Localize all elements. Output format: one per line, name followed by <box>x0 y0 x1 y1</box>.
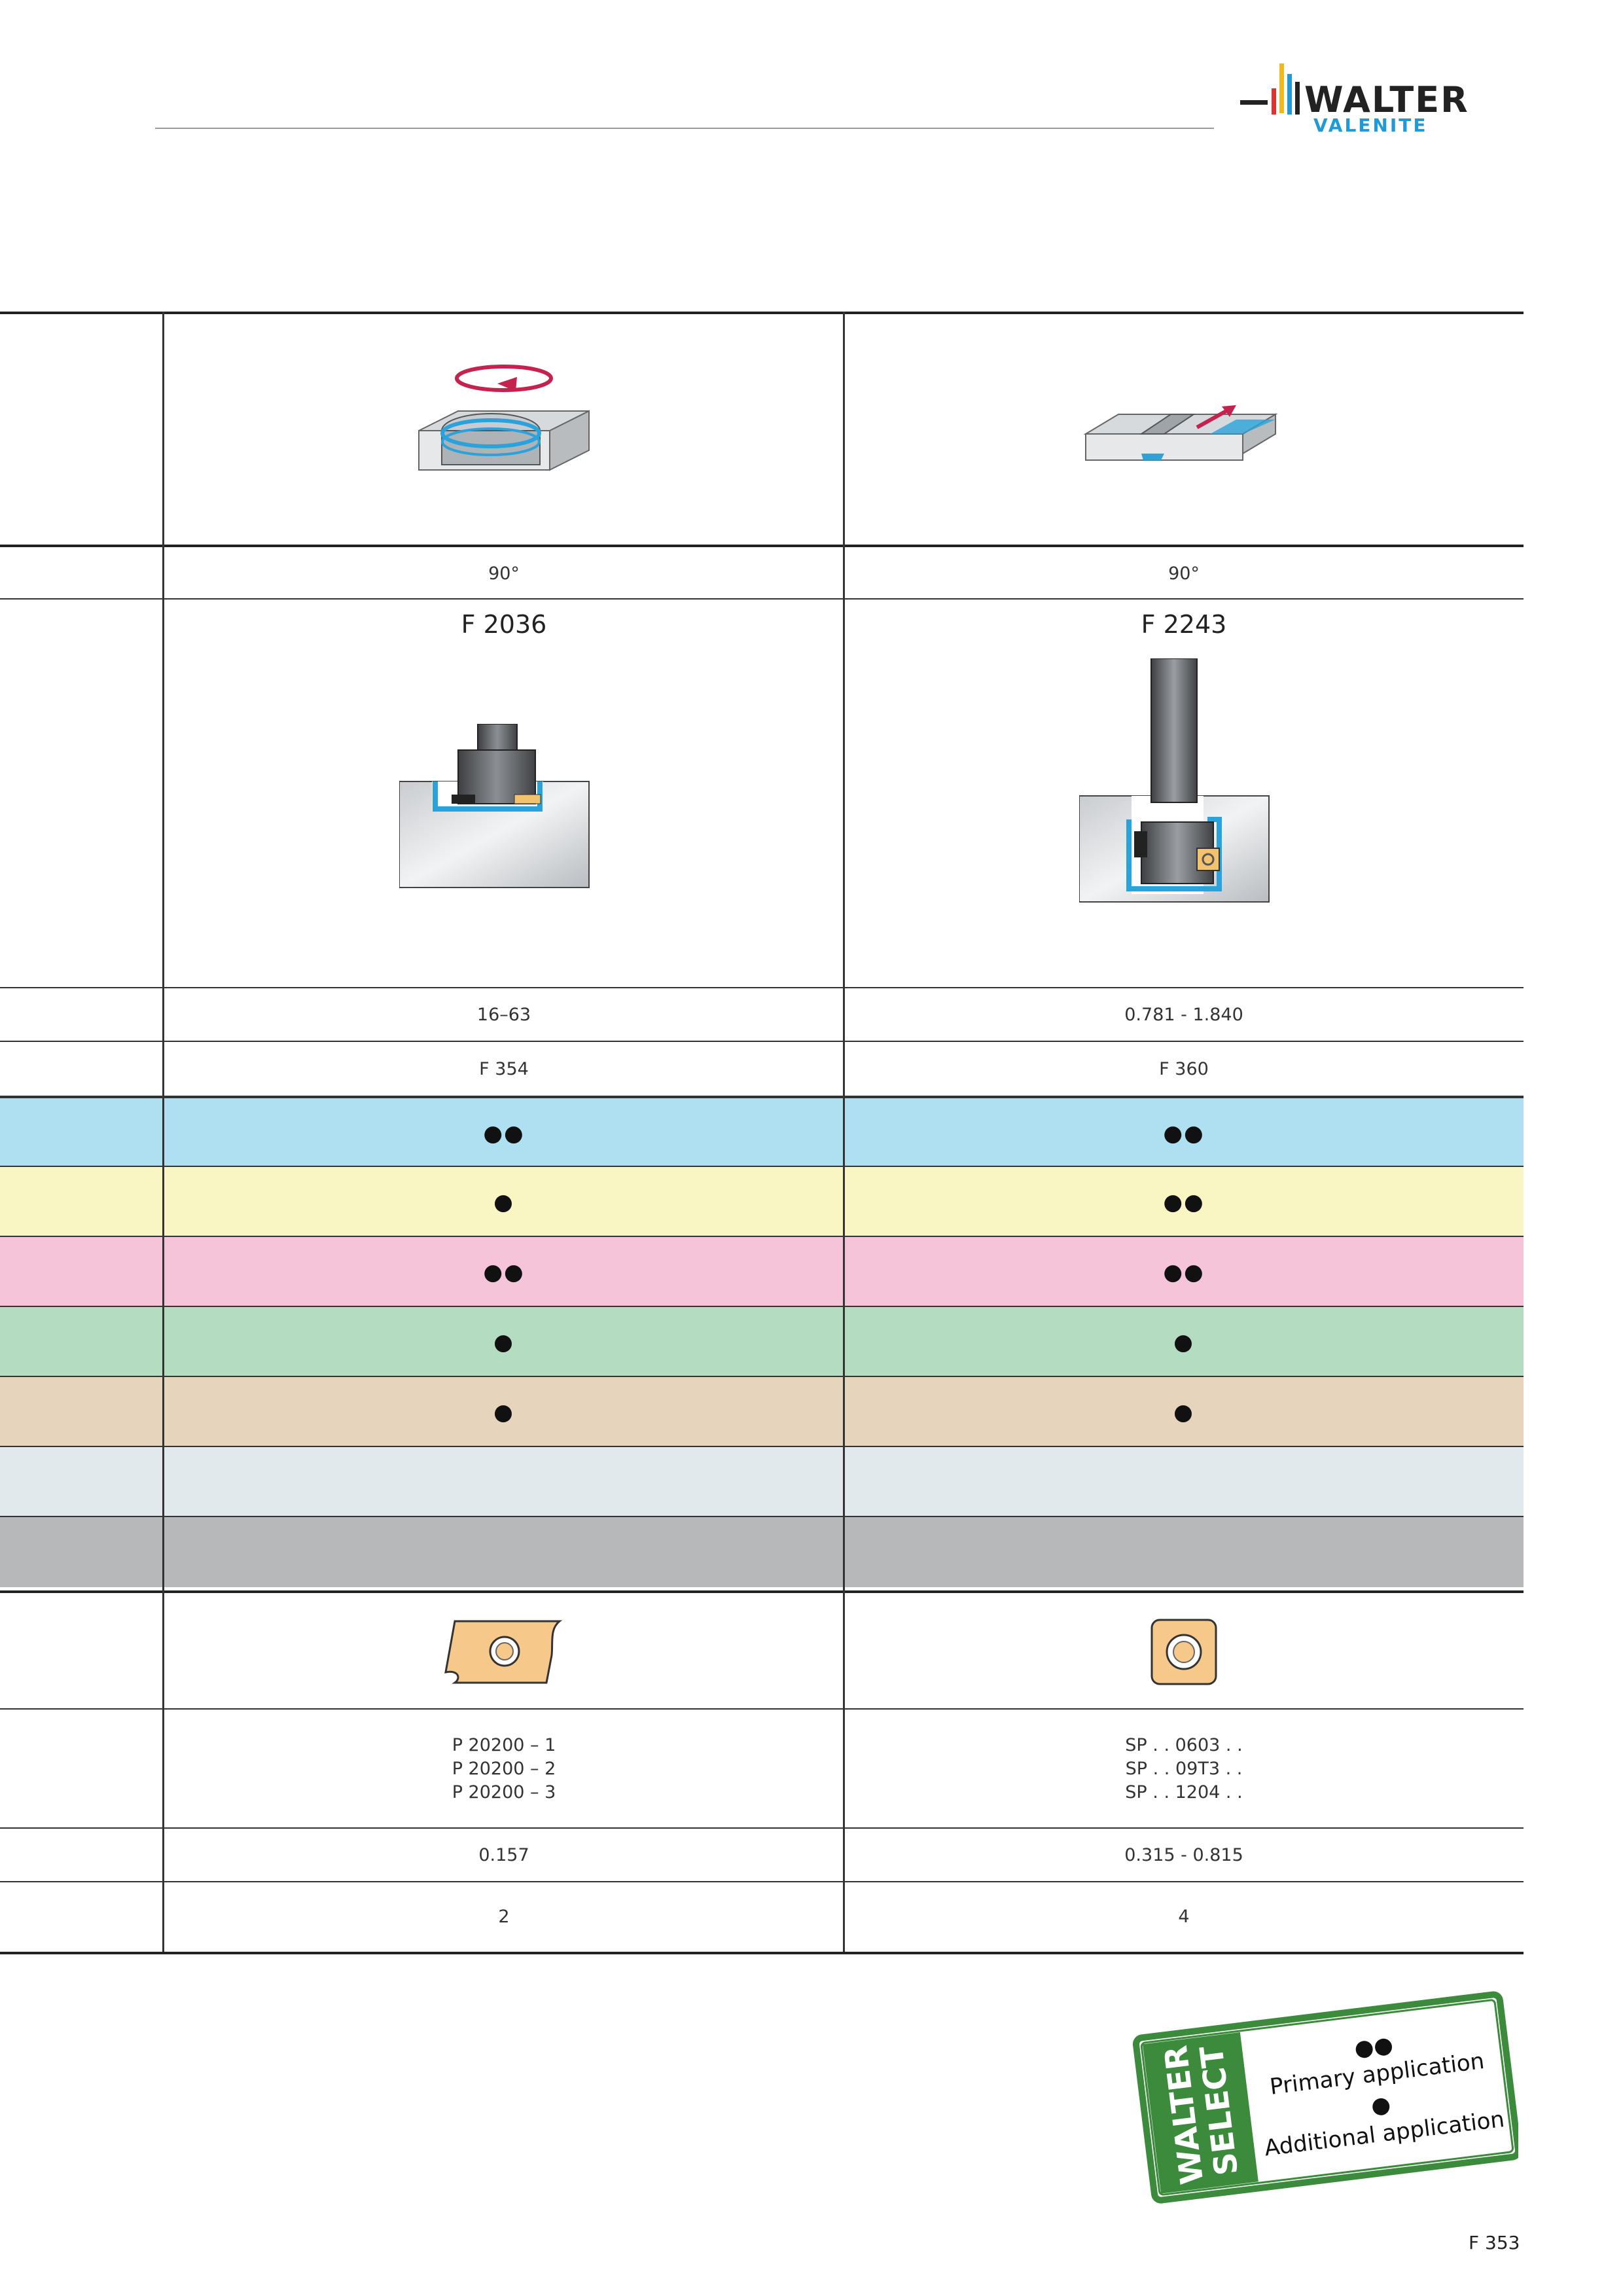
suitability-marker: ● <box>1173 1329 1194 1355</box>
suitability-marker: ● <box>493 1329 514 1355</box>
circular-groove-icon <box>418 365 590 471</box>
row-angle: 90° 90° <box>0 545 1524 601</box>
suitability-marker: ●● <box>1163 1259 1205 1285</box>
primary-symbol: ●● <box>1353 2032 1395 2062</box>
diameter-value: 16–63 <box>476 1005 531 1025</box>
row-diameter: 16–63 0.781 - 1.840 <box>0 987 1524 1042</box>
angle-value: 90° <box>1168 564 1200 584</box>
column-divider <box>843 312 845 1952</box>
depth-value: 0.157 <box>478 1845 529 1865</box>
insert-illustration-2 <box>844 1593 1524 1711</box>
square-insert-icon <box>1150 1619 1217 1685</box>
row-material-4: ●● <box>0 1306 1524 1377</box>
suitability-marker: ●● <box>1163 1189 1205 1215</box>
row-depth: 0.157 0.315 - 0.815 <box>0 1827 1524 1882</box>
insert-ref: P 20200 – 1 <box>452 1735 556 1755</box>
row-material-3: ●● ●● <box>0 1236 1524 1307</box>
tool-code: F 2243 <box>1141 610 1227 639</box>
angle-value: 90° <box>488 564 520 584</box>
depth-value: 0.315 - 0.815 <box>1124 1845 1243 1865</box>
insert-ref: SP . . 1204 . . <box>1125 1782 1243 1803</box>
diameter-value: 0.781 - 1.840 <box>1124 1005 1243 1025</box>
suitability-marker: ●● <box>1163 1120 1205 1147</box>
count-value: 4 <box>1178 1907 1190 1927</box>
insert-shape-icon <box>444 1620 563 1684</box>
row-insert <box>0 1590 1524 1711</box>
walter-valenite-logo: WALTER VALENITE <box>1240 63 1469 134</box>
brand-line2: VALENITE <box>1313 115 1428 134</box>
page-ref-value: F 354 <box>479 1059 529 1079</box>
row-tool: F 2036 F 2243 <box>0 598 1524 988</box>
additional-symbol: ● <box>1370 2091 1392 2119</box>
suitability-marker: ● <box>493 1189 514 1215</box>
row-material-1: ●● ●● <box>0 1096 1524 1168</box>
straight-groove-icon <box>1083 405 1278 461</box>
row-material-7 <box>0 1516 1524 1587</box>
row-insert-refs: P 20200 – 1 P 20200 – 2 P 20200 – 3 SP .… <box>0 1708 1524 1829</box>
insert-ref: P 20200 – 3 <box>452 1782 556 1803</box>
tool-code: F 2036 <box>461 610 547 639</box>
tool-drawing-f2243 <box>1079 658 1270 903</box>
suitability-marker: ●● <box>483 1120 525 1147</box>
brand-line1: WALTER <box>1304 79 1469 120</box>
suitability-marker: ● <box>493 1399 514 1426</box>
page-ref-value: F 360 <box>1159 1059 1209 1079</box>
row-material-6 <box>0 1446 1524 1517</box>
row-page-ref: F 354 F 360 <box>0 1041 1524 1097</box>
row-material-5: ●● <box>0 1376 1524 1447</box>
column-divider <box>162 312 164 1952</box>
insert-illustration-1 <box>164 1593 844 1711</box>
suitability-marker: ●● <box>483 1259 525 1285</box>
row-material-2: ●●● <box>0 1166 1524 1237</box>
header-rule <box>155 128 1214 129</box>
suitability-marker: ● <box>1173 1399 1194 1426</box>
application-illustration-1 <box>164 314 844 547</box>
count-value: 2 <box>498 1907 510 1927</box>
row-count: 2 4 <box>0 1881 1524 1954</box>
tool-drawing-f2036 <box>399 724 590 888</box>
page-number: F 353 <box>1469 2232 1520 2253</box>
insert-ref: SP . . 0603 . . <box>1125 1735 1243 1755</box>
insert-ref: SP . . 09T3 . . <box>1125 1759 1243 1779</box>
walter-select-legend: WALTER SELECT ●● Primary application ● A… <box>1132 1991 1518 2204</box>
row-application <box>0 312 1524 547</box>
application-illustration-2 <box>844 314 1524 547</box>
insert-ref: P 20200 – 2 <box>452 1759 556 1779</box>
